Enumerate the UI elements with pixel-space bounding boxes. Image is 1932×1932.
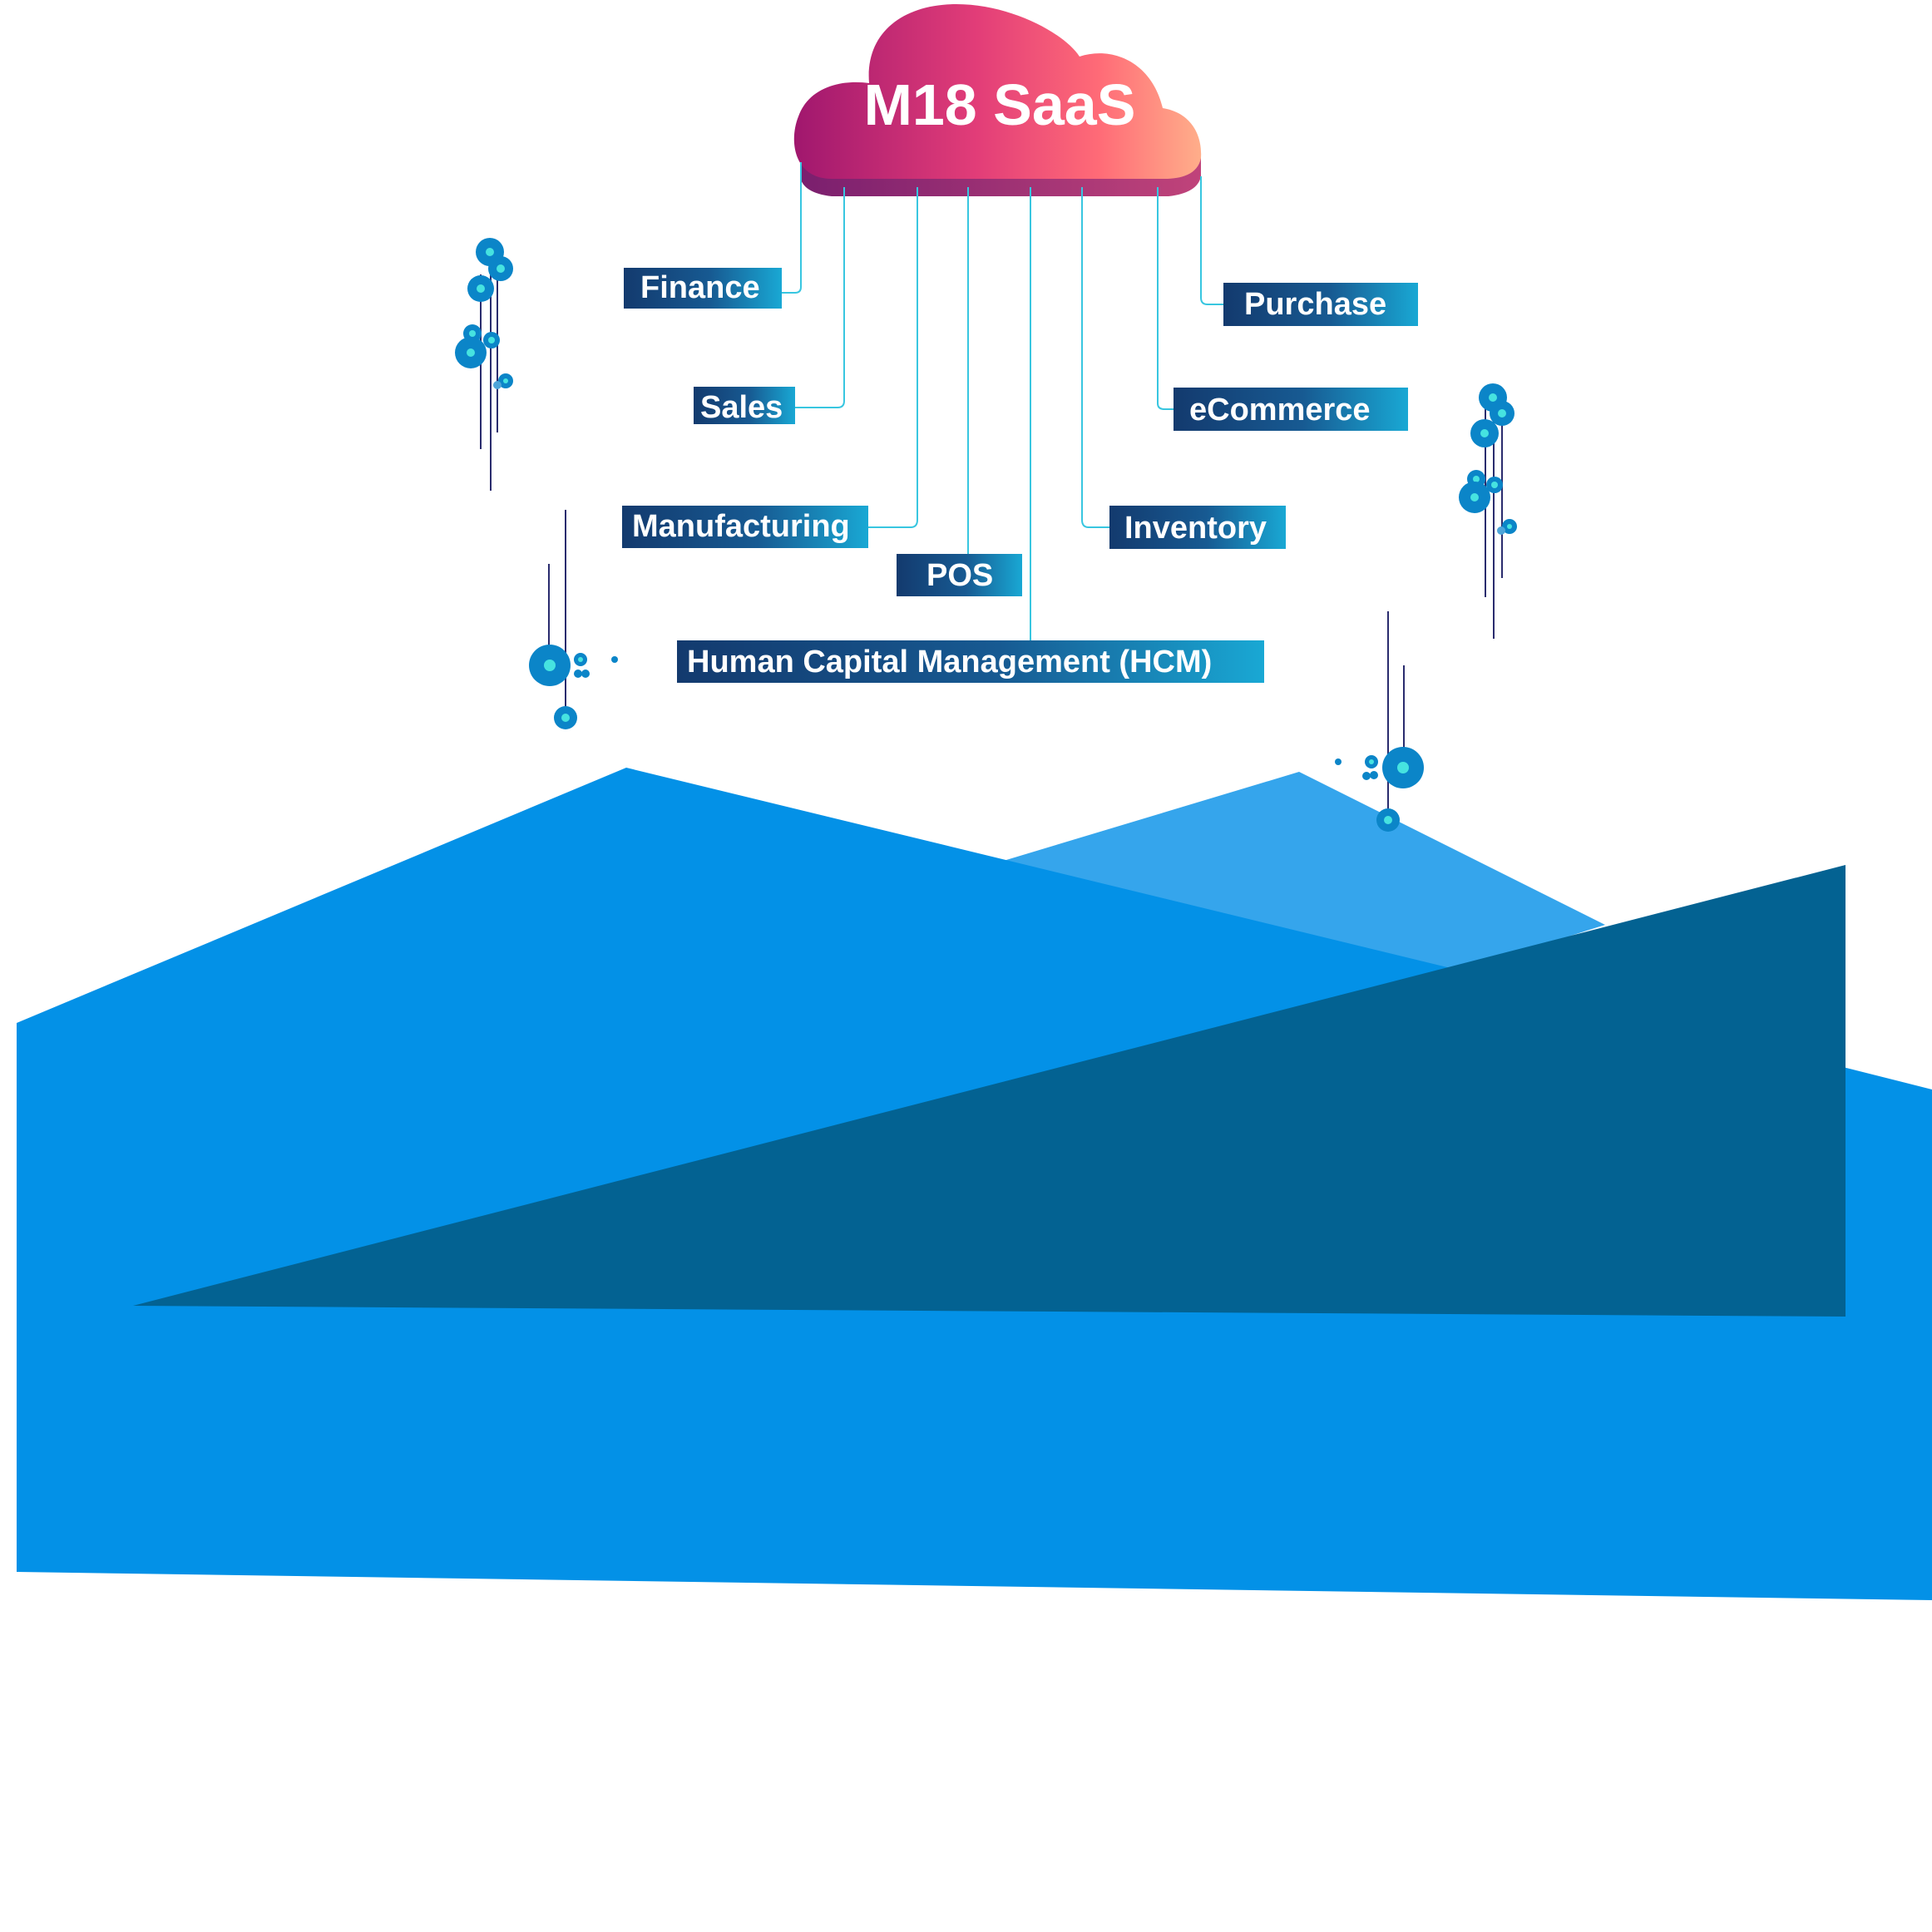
connector-sales [795, 187, 845, 408]
module-finance-box [624, 268, 782, 309]
module-ecommerce[interactable]: eCommerce [1174, 388, 1408, 431]
module-pos-label: POS [926, 558, 993, 593]
module-manufacturing[interactable]: Manufacturing [622, 506, 868, 548]
cloud: M18 SaaS [793, 4, 1202, 196]
connector-finance [780, 162, 802, 294]
connector-ecommerce [1157, 187, 1174, 410]
module-labels: Finance Sales Manufacturing POS Human Ca… [622, 268, 1418, 683]
module-finance[interactable]: Finance [624, 268, 782, 309]
cloud-shape [793, 4, 1202, 179]
module-hcm-label: Human Capital Management (HCM) [687, 645, 1212, 679]
module-finance-label: Finance [640, 270, 760, 305]
module-ecommerce-box [1174, 388, 1408, 431]
module-inventory[interactable]: Inventory [1109, 506, 1286, 549]
module-hcm[interactable]: Human Capital Management (HCM) [677, 640, 1264, 683]
module-manufacturing-label: Manufacturing [632, 509, 850, 544]
module-sales-box [694, 387, 795, 424]
module-manufacturing-box [622, 506, 868, 548]
module-sales[interactable]: Sales [694, 387, 795, 425]
node-cluster-top-right [1459, 383, 1517, 639]
mountains [17, 768, 1932, 1600]
node-cluster-mid-right [1335, 611, 1424, 832]
connector-purchase [1200, 176, 1224, 305]
module-pos[interactable]: POS [897, 554, 1022, 596]
mountain-dark [133, 865, 1846, 1317]
module-sales-label: Sales [700, 390, 783, 425]
module-ecommerce-label: eCommerce [1189, 393, 1371, 427]
cloud-title: M18 SaaS [864, 72, 1136, 137]
module-purchase-box [1223, 283, 1418, 326]
connectors [780, 162, 1224, 640]
module-purchase-label: Purchase [1244, 287, 1386, 322]
module-purchase[interactable]: Purchase [1223, 283, 1418, 326]
connector-manufacturing [868, 187, 918, 528]
module-inventory-box [1109, 506, 1286, 549]
node-cluster-mid-left [529, 510, 618, 729]
node-cluster-top-left [455, 238, 513, 491]
module-hcm-box [677, 640, 1264, 683]
module-inventory-label: Inventory [1124, 511, 1267, 546]
connector-inventory [1081, 187, 1110, 528]
module-pos-box [897, 554, 1022, 596]
